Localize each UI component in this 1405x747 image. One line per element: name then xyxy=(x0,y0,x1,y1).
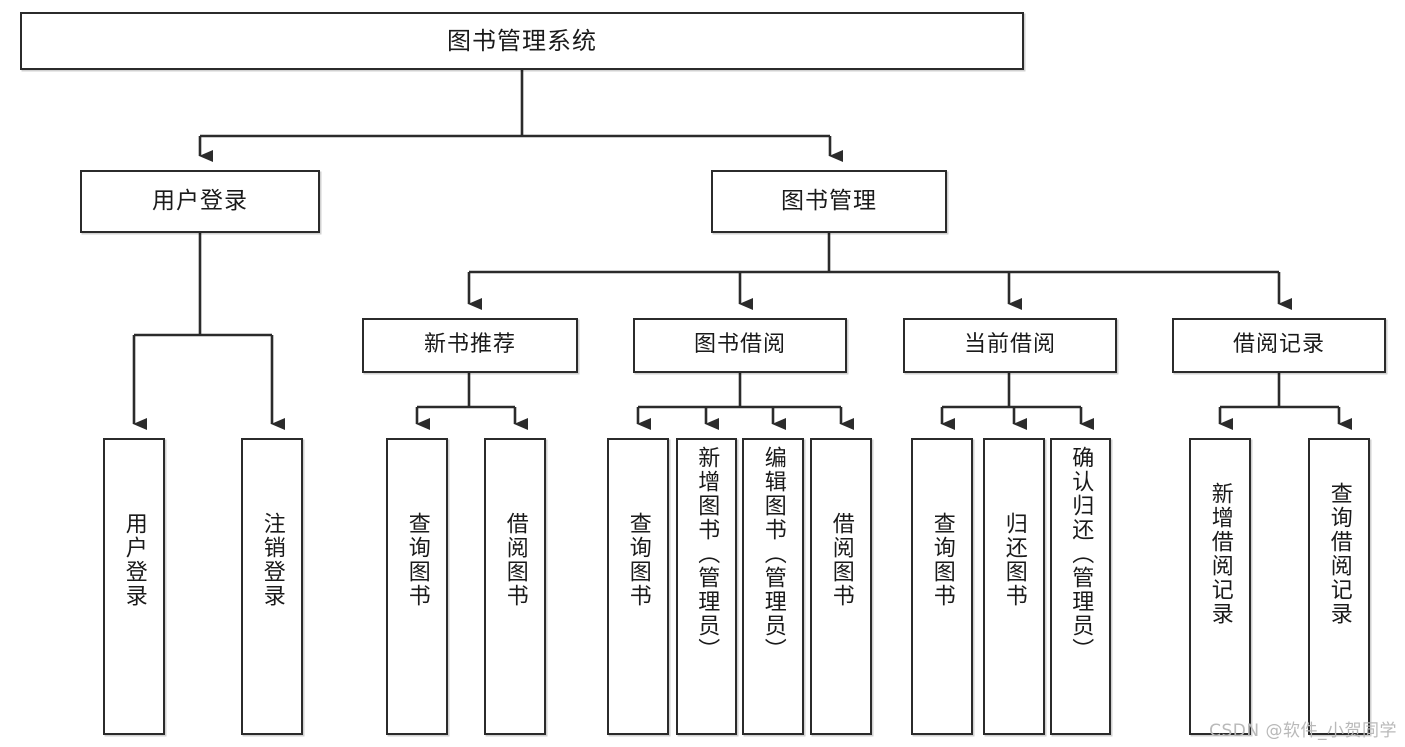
node-borrow-record-label: 借阅记录 xyxy=(1232,332,1325,358)
node-current-borrow[interactable]: 当前借阅 xyxy=(903,318,1117,373)
node-leaf-query-book-1[interactable]: 查询图书 xyxy=(386,438,448,735)
node-leaf-query-book-2[interactable]: 查询图书 xyxy=(607,438,669,735)
node-leaf-login-label: 用户登录 xyxy=(121,512,147,608)
node-current-borrow-label: 当前借阅 xyxy=(963,332,1056,358)
node-leaf-return-book[interactable]: 归还图书 xyxy=(983,438,1045,735)
node-borrow-record[interactable]: 借阅记录 xyxy=(1172,318,1386,373)
node-leaf-borrow-book-2-label: 借阅图书 xyxy=(828,512,854,608)
node-leaf-confirm-return-label: 确认归还（管理员） xyxy=(1068,446,1094,662)
node-leaf-return-book-label: 归还图书 xyxy=(1001,512,1027,608)
node-leaf-add-record-label: 新增借阅记录 xyxy=(1207,482,1233,626)
node-leaf-login[interactable]: 用户登录 xyxy=(103,438,165,735)
node-new-book-rec-label: 新书推荐 xyxy=(423,332,516,358)
node-leaf-query-book-3-label: 查询图书 xyxy=(929,512,955,608)
node-new-book-rec[interactable]: 新书推荐 xyxy=(362,318,578,373)
node-leaf-edit-book-label: 编辑图书（管理员） xyxy=(760,446,786,662)
node-root[interactable]: 图书管理系统 xyxy=(20,12,1024,70)
node-leaf-borrow-book-1[interactable]: 借阅图书 xyxy=(484,438,546,735)
node-leaf-query-book-1-label: 查询图书 xyxy=(404,512,430,608)
node-book-borrow[interactable]: 图书借阅 xyxy=(633,318,847,373)
node-leaf-borrow-book-1-label: 借阅图书 xyxy=(502,512,528,608)
node-leaf-query-record[interactable]: 查询借阅记录 xyxy=(1308,438,1370,735)
node-leaf-query-book-3[interactable]: 查询图书 xyxy=(911,438,973,735)
node-leaf-query-book-2-label: 查询图书 xyxy=(625,512,651,608)
node-user-login-label: 用户登录 xyxy=(152,187,248,214)
node-leaf-add-record[interactable]: 新增借阅记录 xyxy=(1189,438,1251,735)
node-root-label: 图书管理系统 xyxy=(447,26,597,55)
node-leaf-logout[interactable]: 注销登录 xyxy=(241,438,303,735)
node-leaf-confirm-return[interactable]: 确认归还（管理员） xyxy=(1050,438,1111,735)
node-user-login[interactable]: 用户登录 xyxy=(80,170,320,233)
node-leaf-add-book[interactable]: 新增图书（管理员） xyxy=(676,438,737,735)
node-leaf-borrow-book-2[interactable]: 借阅图书 xyxy=(810,438,872,735)
node-leaf-add-book-label: 新增图书（管理员） xyxy=(694,446,720,662)
node-book-manage[interactable]: 图书管理 xyxy=(711,170,947,233)
node-leaf-edit-book[interactable]: 编辑图书（管理员） xyxy=(742,438,804,735)
node-leaf-query-record-label: 查询借阅记录 xyxy=(1326,482,1352,626)
node-book-borrow-label: 图书借阅 xyxy=(693,332,786,358)
node-leaf-logout-label: 注销登录 xyxy=(259,512,285,608)
node-book-manage-label: 图书管理 xyxy=(781,187,877,214)
watermark-text: CSDN @软件_小贺同学 xyxy=(1209,721,1397,741)
